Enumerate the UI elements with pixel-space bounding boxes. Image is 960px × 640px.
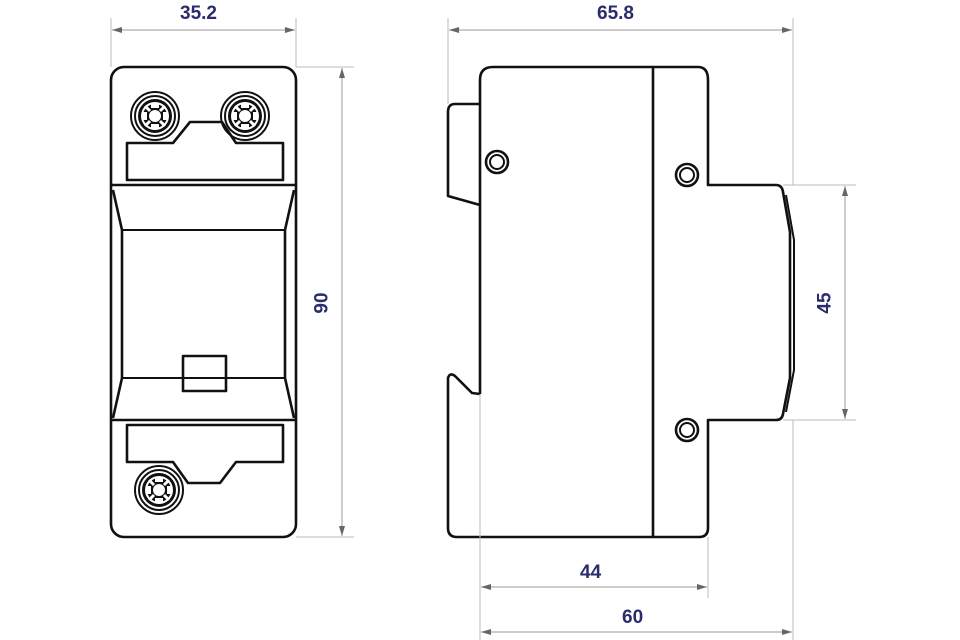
- dimension-lines: [112, 27, 848, 635]
- front-taper-lines: [111, 189, 296, 419]
- dimension-side-height-front: 45: [814, 292, 836, 314]
- rivet-icon: [674, 162, 700, 188]
- front-view: [109, 65, 298, 539]
- dimension-depth-44: 44: [580, 562, 602, 583]
- terminal-screw-icon: [129, 90, 181, 142]
- din-clip: [446, 102, 481, 207]
- dimension-side-depth: 65.8: [597, 3, 634, 24]
- bottom-label-window: [125, 423, 285, 485]
- dimension-front-height: 90: [311, 292, 333, 314]
- side-view: [446, 65, 795, 539]
- rivet-icon: [484, 149, 510, 175]
- rivet-icon: [674, 417, 700, 443]
- extension-lines: [110, 18, 856, 640]
- dimension-front-width: 35.2: [180, 3, 217, 24]
- toggle-lever: [181, 354, 228, 393]
- side-body-outline: [446, 65, 792, 539]
- terminal-screw-icon: [133, 464, 185, 516]
- dimension-depth-60: 60: [622, 607, 644, 628]
- front-body-outline: [109, 65, 298, 539]
- top-label-window: [125, 120, 285, 182]
